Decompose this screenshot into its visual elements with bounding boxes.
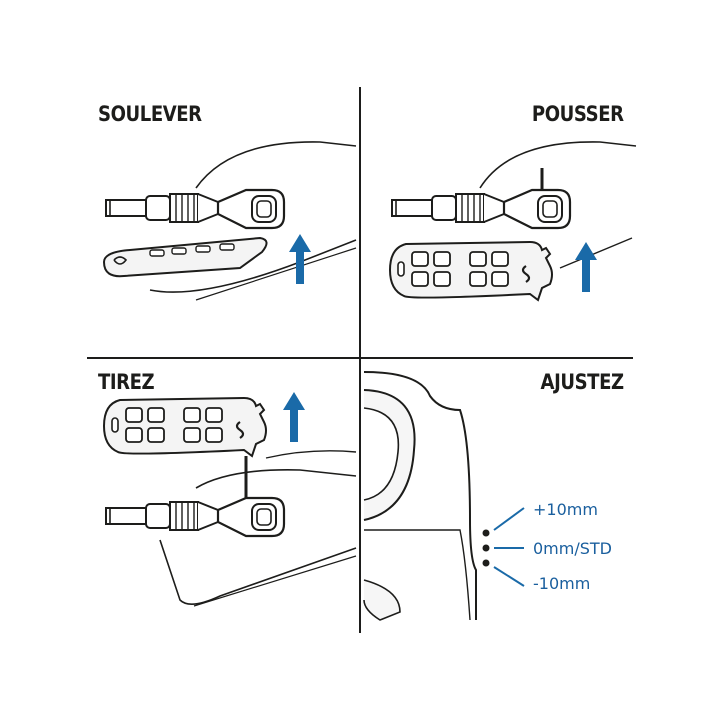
buckle-icon <box>104 188 286 230</box>
pad-icon <box>102 236 268 278</box>
adjust-label-plus: +10mm <box>533 500 598 519</box>
step-title-ajustez: AJUSTEZ <box>540 370 625 394</box>
boot-outline <box>195 141 357 189</box>
pad-icon <box>102 396 268 458</box>
shell-edge <box>149 239 357 293</box>
arrow-up-icon <box>283 392 305 442</box>
shell-edge <box>559 237 633 269</box>
boot-outline <box>195 469 357 489</box>
arrow-up-icon <box>575 242 597 292</box>
buckle-icon <box>390 188 572 230</box>
buckle-icon <box>104 496 286 538</box>
step-title-pousser: POUSSER <box>532 102 624 126</box>
panel-pousser <box>388 141 637 302</box>
shell-edge-inner <box>195 247 357 301</box>
boot-outline <box>479 141 637 189</box>
panel-ajustez <box>363 371 525 621</box>
adjust-pointers <box>493 507 525 587</box>
shell-edge <box>159 539 357 605</box>
panel-tirez <box>102 392 357 607</box>
panel-soulever <box>102 141 357 301</box>
adjust-label-minus: -10mm <box>533 574 591 593</box>
step-title-tirez: TIREZ <box>98 370 155 394</box>
adjust-label-std: 0mm/STD <box>533 539 612 558</box>
adjust-positions <box>482 529 490 567</box>
step-title-soulever: SOULEVER <box>98 102 202 126</box>
boot-shell-outline <box>363 371 477 620</box>
pad-icon <box>388 240 554 302</box>
